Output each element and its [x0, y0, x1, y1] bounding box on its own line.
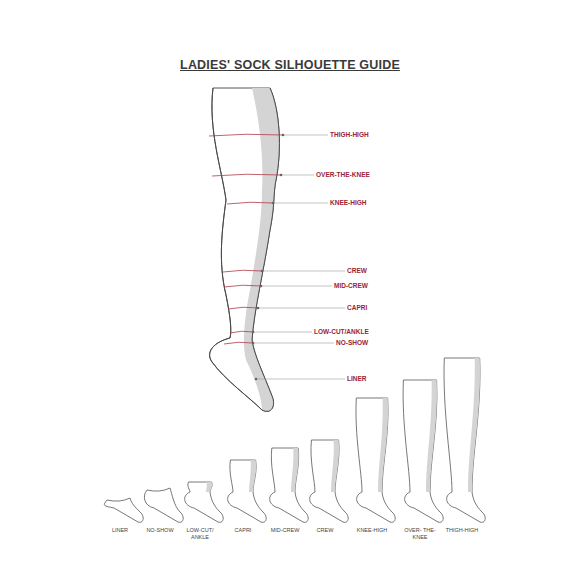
height-band	[223, 270, 262, 272]
sock-shading	[249, 460, 256, 492]
height-band	[227, 202, 273, 204]
height-label: OVER-THE-KNEE	[316, 171, 370, 179]
sock-label: LOW-CUT/ ANKLE	[180, 527, 220, 540]
height-label: KNEE-HIGH	[330, 199, 366, 207]
sock-silhouette	[310, 440, 349, 522]
height-band	[230, 331, 253, 333]
leader-line	[283, 135, 328, 136]
leader-dot	[280, 174, 283, 177]
leader-dot	[255, 378, 258, 381]
height-band	[209, 134, 283, 136]
leader-line	[262, 271, 345, 272]
leader-line	[256, 379, 345, 380]
sock-silhouette	[228, 460, 267, 522]
sock-silhouette	[270, 448, 309, 522]
height-band	[224, 285, 261, 287]
leader-lines	[209, 134, 345, 381]
leader-line	[261, 286, 332, 287]
height-label: LOW-CUT/ANKLE	[314, 328, 369, 336]
leg-illustration	[210, 88, 280, 411]
sock-shading	[331, 440, 339, 492]
sock-shading	[291, 448, 299, 492]
height-label: CAPRI	[347, 304, 367, 312]
height-label: LINER	[347, 375, 367, 383]
sock-label: CREW	[305, 527, 345, 534]
sock-label: THIGH-HIGH	[442, 527, 482, 534]
leader-line	[253, 332, 312, 333]
height-label: NO-SHOW	[336, 339, 368, 347]
leader-dot	[282, 134, 285, 137]
sock-shading	[206, 482, 212, 492]
sock-label: LINER	[100, 527, 140, 534]
sock-label: CAPRI	[223, 527, 263, 534]
height-label: CREW	[347, 267, 367, 275]
height-band	[212, 174, 281, 176]
guide-title: LADIES' SOCK SILHOUETTE GUIDE	[90, 58, 490, 72]
leader-dot	[272, 202, 275, 205]
leader-line	[281, 175, 314, 176]
leader-dot	[257, 307, 260, 310]
leader-dot	[252, 342, 255, 345]
leader-dot	[260, 285, 263, 288]
height-band	[224, 342, 253, 344]
sock-silhouette	[104, 498, 143, 522]
leader-line	[253, 343, 334, 344]
leader-line	[258, 308, 345, 309]
sock-label: NO-SHOW	[140, 527, 180, 534]
sock-shading	[378, 398, 388, 492]
sock-silhouette	[356, 398, 395, 522]
leader-dot	[252, 331, 255, 334]
sock-label: OVER- THE-KNEE	[400, 527, 440, 540]
sock-silhouettes	[104, 358, 485, 522]
sock-shading	[468, 358, 480, 492]
sock-silhouette	[403, 380, 443, 522]
sock-silhouette	[144, 488, 183, 522]
sock-label: KNEE-HIGH	[352, 527, 392, 534]
height-band	[228, 307, 258, 309]
sock-label: MID-CREW	[265, 527, 305, 534]
sock-silhouette	[185, 482, 224, 522]
sock-silhouette	[444, 358, 485, 522]
leader-line	[273, 203, 328, 204]
sock-shading	[426, 380, 437, 492]
height-label: MID-CREW	[334, 282, 368, 290]
leader-dot	[261, 270, 264, 273]
height-label: THIGH-HIGH	[330, 131, 369, 139]
